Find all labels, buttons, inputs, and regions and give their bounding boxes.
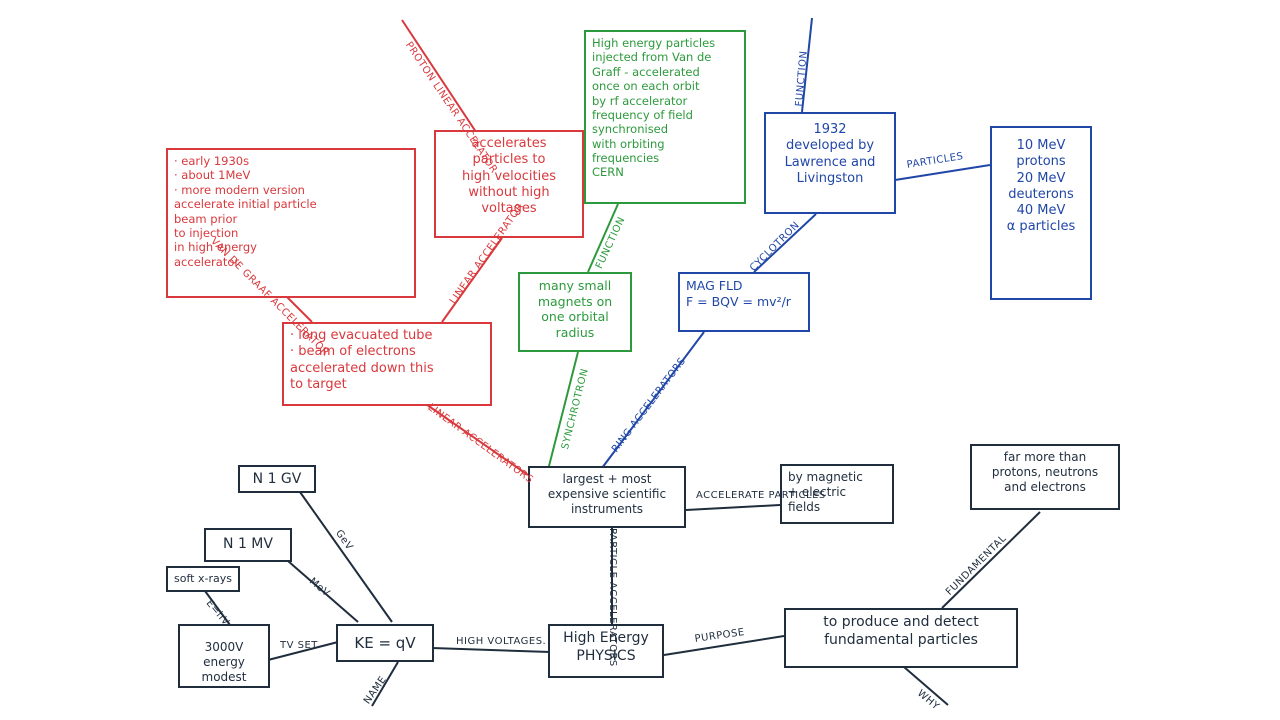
connector-cyclotron-function (801, 17, 813, 113)
proton-linear-node: accelerates particles to high velocities… (434, 130, 584, 238)
fundamental-node: far more than protons, neutrons and elec… (970, 444, 1120, 510)
energy-modest-node: 3000V energy modest (178, 624, 270, 688)
n1gv-node: N 1 GV (238, 465, 316, 493)
connector-purpose-fundamental (941, 511, 1041, 609)
connector-cyclotron-particles (894, 164, 991, 181)
label-high-voltages: HIGH VOLTAGES. (456, 636, 547, 647)
synchrotron-node: many small magnets on one orbital radius (518, 272, 632, 352)
ke-formula-node: KE = qV (336, 624, 434, 662)
connector-linear-linear-accelerator (441, 237, 503, 323)
connector-high-energy-purpose (663, 635, 785, 656)
connector-ke-n1gv (299, 491, 393, 623)
particles-node: 10 MeV protons 20 MeV deuterons 40 MeV α… (990, 126, 1092, 300)
connector-synchrotron-top (587, 203, 619, 273)
label-tv-set: TV SET (280, 640, 318, 651)
cyclotron-node: 1932 developed by Lawrence and Livingsto… (764, 112, 896, 214)
purpose-node: to produce and detect fundamental partic… (784, 608, 1018, 668)
van-de-graaf-node: · early 1930s · about 1MeV · more modern… (166, 148, 416, 298)
high-energy-node: High Energy PHYSICS (548, 624, 664, 678)
connector-high-energy-ke (431, 647, 551, 653)
magnetic-field-node: MAG FLD F = BQV = mv²/r (678, 272, 810, 332)
connector-center-synchrotron (547, 351, 579, 471)
label-particle-accelerators: PARTICLE ACCELERATORS (607, 528, 618, 667)
connector-center-linear (419, 399, 529, 476)
linear-accelerators-node: · long evacuated tube · beam of electron… (282, 322, 492, 406)
connector-ke-name (371, 661, 399, 707)
n1mv-node: N 1 MV (204, 528, 292, 562)
connector-purpose-why (903, 666, 949, 706)
connector-center-accelerate (685, 504, 781, 511)
connector-center-ring (601, 331, 705, 469)
connector-softx-modest (204, 590, 231, 626)
label-accelerate-particles: ACCELERATE PARTICLES (696, 490, 826, 501)
connector-ke-n1mv (287, 560, 359, 623)
connector-ke-tv (267, 641, 339, 661)
synchrotron-details-node: High energy particles injected from Van … (584, 30, 746, 204)
connector-ring-cyclotron (753, 213, 817, 273)
soft-xrays-node: soft x-rays (166, 566, 240, 592)
central-node: largest + most expensive scientific inst… (528, 466, 686, 528)
accelerate-node: by magnetic + electric fields (780, 464, 894, 524)
connector-proton-top (401, 19, 477, 133)
